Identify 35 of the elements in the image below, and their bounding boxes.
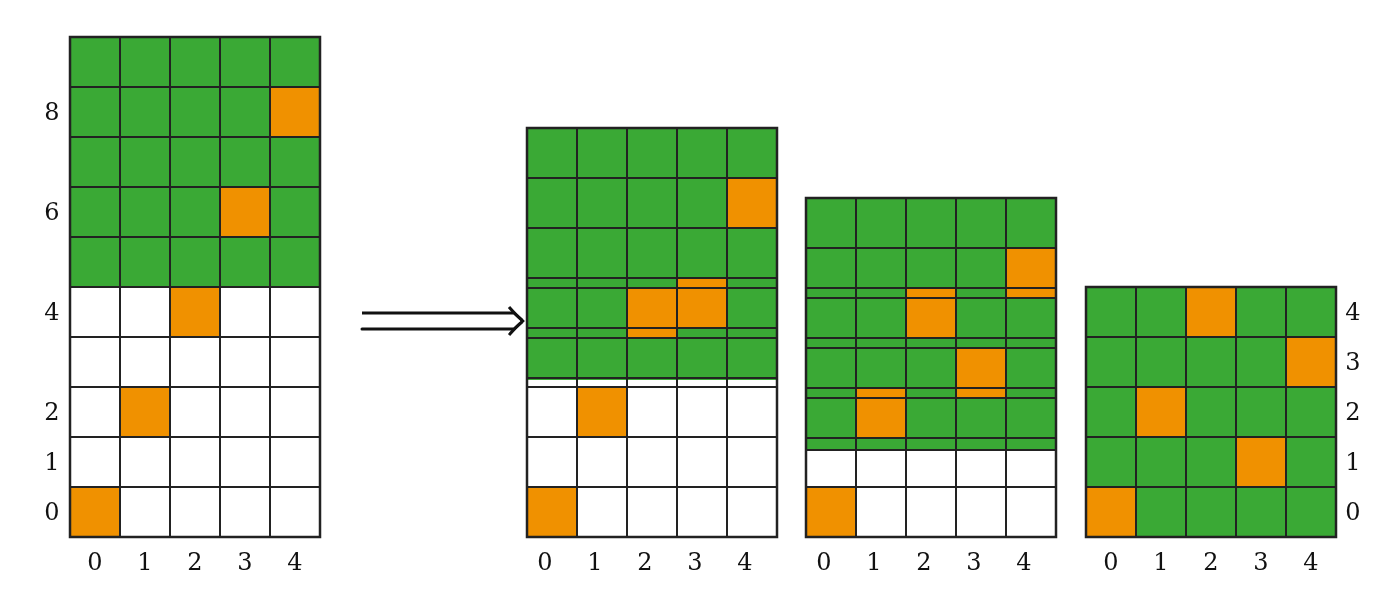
grid-drawing — [1084, 285, 1338, 539]
axis-label: 4 — [1302, 548, 1320, 576]
axis-label: 0 — [1344, 498, 1362, 526]
axis-label: 2 — [1202, 548, 1220, 576]
axis-label: 3 — [686, 548, 704, 576]
grid-drawing — [804, 196, 1058, 539]
axis-label: 1 — [865, 548, 883, 576]
axis-label: 1 — [136, 548, 154, 576]
axis-label: 8 — [43, 98, 61, 126]
axis-label: 1 — [43, 448, 61, 476]
grid-drawing — [525, 126, 779, 539]
axis-label: 4 — [736, 548, 754, 576]
axis-label: 2 — [636, 548, 654, 576]
axis-label: 0 — [536, 548, 554, 576]
axis-label: 3 — [965, 548, 983, 576]
axis-label: 4 — [43, 298, 61, 326]
axis-label: 0 — [86, 548, 104, 576]
axis-label: 2 — [43, 398, 61, 426]
axis-label: 1 — [1344, 448, 1362, 476]
axis-label: 3 — [236, 548, 254, 576]
axis-label: 1 — [1152, 548, 1170, 576]
axis-label: 1 — [586, 548, 604, 576]
axis-label: 0 — [1102, 548, 1120, 576]
axis-label: 4 — [1015, 548, 1033, 576]
axis-label: 0 — [43, 498, 61, 526]
axis-label: 2 — [1344, 398, 1362, 426]
axis-label: 3 — [1344, 348, 1362, 376]
axis-label: 4 — [286, 548, 304, 576]
axis-label: 2 — [915, 548, 933, 576]
axis-label: 3 — [1252, 548, 1270, 576]
axis-label: 6 — [43, 198, 61, 226]
axis-label: 0 — [815, 548, 833, 576]
grid-drawing — [68, 35, 322, 539]
axis-label: 4 — [1344, 298, 1362, 326]
axis-label: 2 — [186, 548, 204, 576]
